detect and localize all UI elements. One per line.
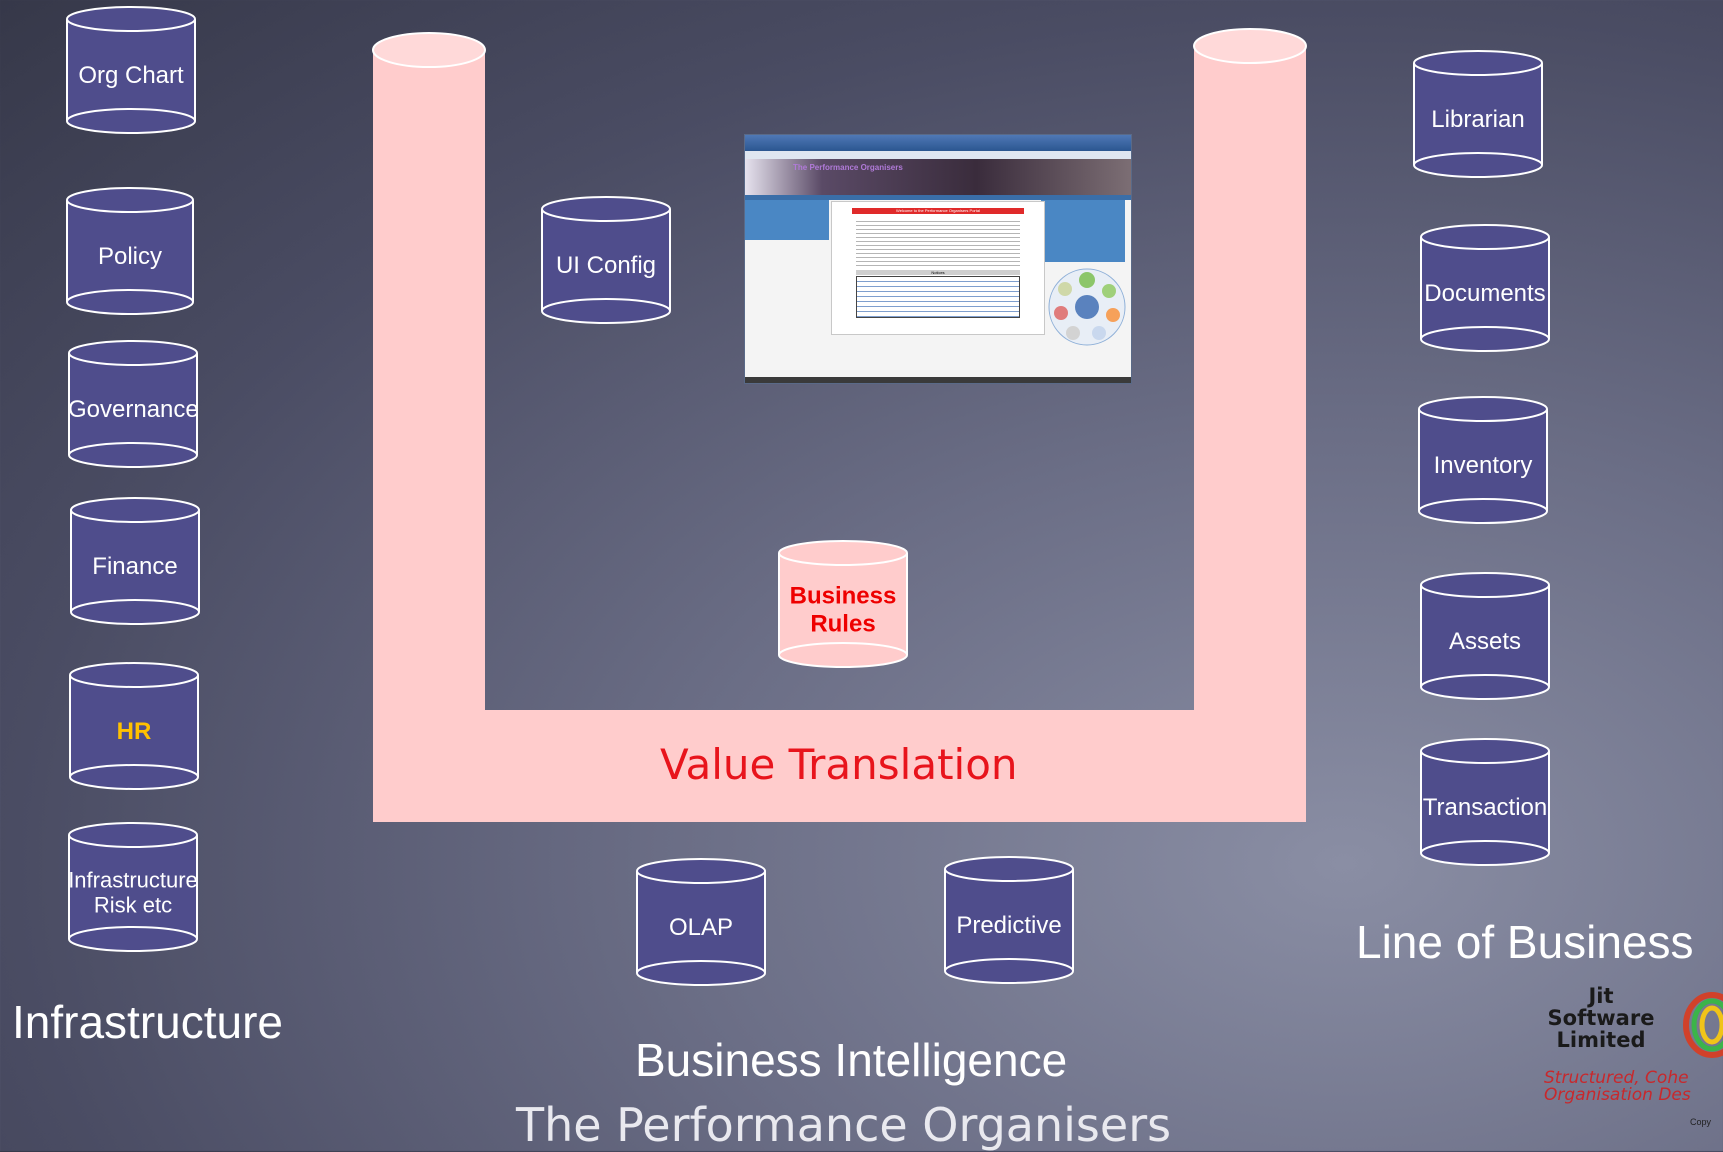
portal-screenshot: The Performance Organisers Welcome to th… [744,134,1132,384]
cylinder-assets-shape [1420,572,1550,700]
cylinder-hr-shape [69,662,199,790]
logo-copyright: Copy [1690,1117,1712,1127]
cylinder-inventory-shape [1418,396,1548,524]
portal-left-nav [745,200,829,240]
cylinder-business-rules-shape [778,540,908,668]
cylinder-policy: Policy [66,187,194,315]
portal-main-panel: Welcome to the Performance Organisers Po… [831,201,1045,335]
cylinder-infrastructure-risk: Infrastructure Risk etc [68,822,198,952]
cylinder-librarian-label: Librarian [1431,106,1525,134]
cylinder-documents-shape [1420,224,1550,352]
logo-line3: Limited [1556,1028,1646,1052]
cylinder-assets-label: Assets [1448,628,1522,656]
portal-footer-bar [745,377,1131,383]
cylinder-ui-config: UI Config [541,196,671,324]
cylinder-olap-shape [636,858,766,986]
cylinder-governance-label: Governance [68,396,199,424]
cylinder-policy-shape [66,187,194,315]
portal-panel-title: Welcome to the Performance Organisers Po… [852,208,1024,214]
portal-panel-text [856,218,1020,266]
jit-software-logo: Jit Software Limited Structured, Cohe Or… [1538,985,1723,1135]
logo-tagline: Structured, Cohe Organisation Des [1544,1070,1723,1104]
cylinder-transaction: Transaction [1420,738,1550,866]
cylinder-transaction-label: Transaction [1422,794,1548,822]
cylinder-infrastructure-risk-label: Infrastructure Risk etc [68,867,198,918]
cylinder-librarian: Librarian [1413,50,1543,178]
cylinder-policy-label: Policy [97,243,163,271]
cylinder-ui-config-label: UI Config [555,252,657,280]
portal-site-title: The Performance Organisers [793,163,903,172]
browser-chrome [745,135,1131,151]
logo-graphic-icon [1683,992,1723,1058]
logo-line1: Jit [1588,984,1614,1008]
cylinder-business-rules: Business Rules [778,540,908,668]
footer-title: The Performance Organisers [516,1098,1172,1152]
cylinder-org-chart-shape [66,6,196,134]
cylinder-olap: OLAP [636,858,766,986]
browser-toolbar [745,151,1131,159]
cylinder-transaction-shape [1420,738,1550,866]
portal-nav-bar [745,195,1131,200]
logo-company-name: Jit Software Limited [1538,985,1664,1051]
portal-list [856,276,1020,318]
cylinder-inventory-label: Inventory [1433,452,1533,480]
cylinder-business-rules-label: Business Rules [789,582,897,637]
cylinder-assets: Assets [1420,572,1550,700]
logo-tagline2: Organisation Des [1544,1085,1691,1104]
portal-right-nav [1041,200,1125,262]
value-translation-label: Value Translation [660,740,1018,789]
cylinder-governance: Governance [68,340,199,468]
cylinder-infrastructure-risk-shape [68,822,198,952]
cylinder-finance: Finance [70,497,200,625]
cylinder-inventory: Inventory [1418,396,1548,524]
portal-list-title: Notices [856,270,1020,275]
cylinder-finance-shape [70,497,200,625]
portal-header: The Performance Organisers [745,159,1131,195]
cylinder-predictive-shape [944,856,1074,984]
cylinder-org-chart-label: Org Chart [78,62,184,90]
cylinder-predictive-label: Predictive [956,912,1062,940]
portal-wheel-diagram [1048,268,1126,346]
logo-line2: Software [1547,1006,1655,1030]
cylinder-governance-shape [68,340,198,468]
cylinder-documents: Documents [1420,224,1550,352]
logo-tagline1: Structured, Cohe [1544,1070,1689,1088]
cylinder-librarian-shape [1413,50,1543,178]
line-of-business-title: Line of Business [1356,916,1694,968]
cylinder-finance-label: Finance [92,553,178,581]
cylinder-olap-label: OLAP [668,914,734,942]
business-intelligence-title: Business Intelligence [635,1034,1068,1086]
cylinder-predictive: Predictive [944,856,1074,984]
infrastructure-title: Infrastructure [12,996,283,1048]
cylinder-hr: HR [69,662,199,790]
cylinder-org-chart: Org Chart [66,6,196,134]
cylinder-documents-label: Documents [1424,280,1546,308]
cylinder-hr-label: HR [116,718,152,746]
cylinder-ui-config-shape [541,196,671,324]
